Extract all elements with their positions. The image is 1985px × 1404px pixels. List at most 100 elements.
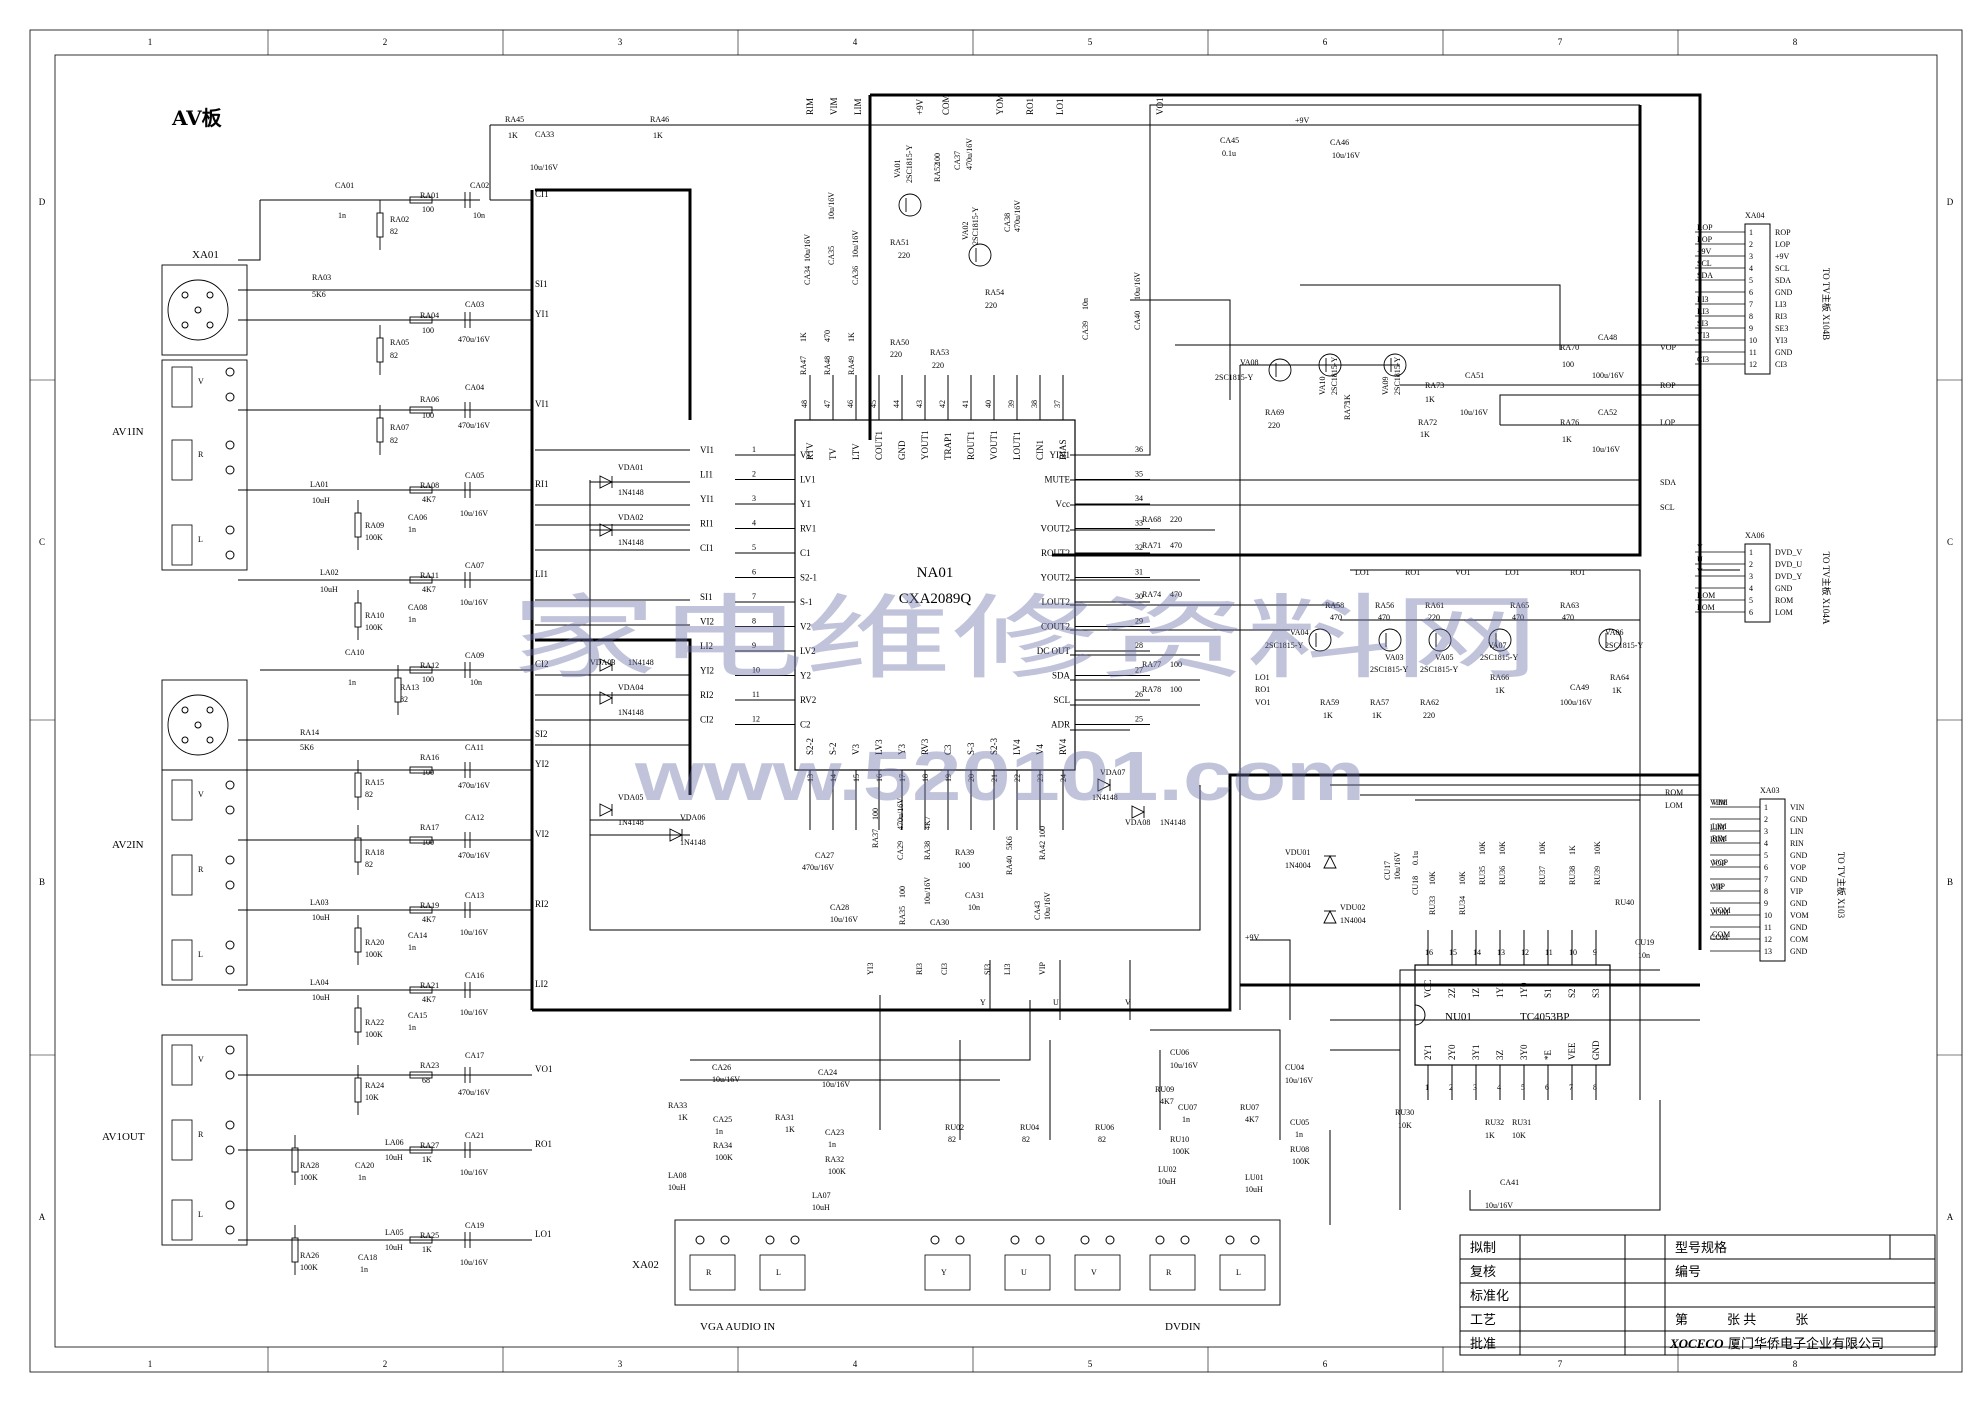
na01-pin-name: C3: [943, 744, 953, 755]
part-ra33v: 1K: [678, 1113, 688, 1122]
part-ra46v: 1K: [653, 131, 663, 140]
part-ra01: RA01: [420, 191, 439, 200]
part-vda07: VDA07: [1100, 768, 1125, 777]
part-ca30v: 10u/16V: [923, 877, 932, 905]
part-ru02: RU02: [945, 1123, 964, 1132]
part-ca23v: 1n: [828, 1140, 836, 1149]
part-d1n4148: 1N4148: [618, 538, 644, 547]
net-label: RI1: [535, 479, 549, 489]
part-ra19v: 4K7: [422, 915, 436, 924]
part-d1n4148: 1N4148: [1092, 793, 1118, 802]
part-ra13v: 82: [400, 695, 408, 704]
ic-nu01-pins: 16VCC152Z141Z131Y1121Y011S110S29S312Y122…: [1423, 930, 1601, 1100]
nu01-pin-name: 3Y0: [1519, 1044, 1529, 1060]
part-ra69v: 220: [1268, 421, 1280, 430]
nu01-pin-name: 3Z: [1495, 1050, 1505, 1060]
part-ra31: RA31: [775, 1113, 794, 1122]
part-ra53: RA53: [930, 348, 949, 357]
part-ca41: CA41: [1500, 1178, 1519, 1187]
xa03-pin-name: GND: [1790, 875, 1808, 884]
xa04-pin-net: SDA: [1697, 271, 1713, 280]
part-ru38: RU38: [1568, 866, 1577, 885]
na01-pin-num: 35: [1135, 470, 1143, 479]
part-ca12v: 470u/16V: [458, 851, 490, 860]
part-va10: VA10: [1318, 376, 1327, 395]
xa04-pin-num: 4: [1749, 264, 1753, 273]
xa04-pin-num: 1: [1749, 228, 1753, 237]
board-title: AV板: [171, 106, 223, 130]
part-ra01v: 100: [422, 205, 434, 214]
part-ra23: RA23: [420, 1061, 439, 1070]
part-ca21v: 10u/16V: [460, 1168, 488, 1177]
nu01-pin-name: GND: [1591, 1040, 1601, 1060]
part-ca18: CA18: [358, 1253, 377, 1262]
frame-col-label: 6: [1323, 1359, 1328, 1369]
part-ca06: CA06: [408, 513, 427, 522]
na01-pin-num: 13: [806, 774, 815, 782]
xa06-ref: XA06: [1745, 531, 1765, 540]
na01-pin-num: 17: [898, 774, 907, 782]
part-ra49: RA49: [847, 356, 856, 375]
part-q2sc: 2SC1815-Y: [1370, 665, 1408, 674]
jack-pin-label: V: [198, 790, 204, 799]
na01-pin-name: ROUT1: [966, 431, 976, 460]
xa06-pin-net: U: [1697, 555, 1703, 564]
xa04-pin-net: LOP: [1697, 235, 1713, 244]
part-ca15v: 1n: [408, 1023, 416, 1032]
frame-row-label: D: [1947, 197, 1954, 207]
part-ra37v: 100: [871, 808, 880, 820]
part-ra47v: 1K: [799, 332, 808, 342]
na01-pin-num: 34: [1135, 494, 1143, 503]
part-ra27: RA27: [420, 1141, 439, 1150]
part-ru04: RU04: [1020, 1123, 1039, 1132]
part-vom: VOM: [1710, 908, 1729, 917]
part-ra40v: 5K6: [1005, 836, 1014, 850]
part-ra40: RA40: [1005, 856, 1014, 875]
watermark-cn: 家电维修资料网: [510, 585, 1540, 692]
nu01-pin-num: 10: [1569, 948, 1577, 957]
part-d1n4004: 1N4004: [1285, 861, 1311, 870]
part-lu01v: 10uH: [1245, 1185, 1263, 1194]
part-ra25: RA25: [420, 1231, 439, 1240]
part-la01v: 10uH: [312, 496, 330, 505]
jack-pin-label: R: [706, 1268, 712, 1277]
xa04-pin-num: 3: [1749, 252, 1753, 261]
part-vop: VOP: [1660, 343, 1677, 352]
net-label: RI2: [535, 899, 549, 909]
part-ca19v: 10u/16V: [460, 1258, 488, 1267]
part-ra23v: 68: [422, 1076, 430, 1085]
part-ra08: RA08: [420, 481, 439, 490]
xa04-pin-net: +9V: [1697, 247, 1712, 256]
tb-process: 工艺: [1470, 1312, 1496, 1327]
part-k10: 10K: [1458, 871, 1467, 885]
part-ra49v: 1K: [847, 332, 856, 342]
xa01-label: XA01: [192, 249, 219, 261]
part-y: Y: [980, 998, 986, 1007]
part-v: V: [1125, 998, 1131, 1007]
part-ra13: RA13: [400, 683, 419, 692]
part-ro1: RO1: [1405, 568, 1420, 577]
part-ra08v: 4K7: [422, 495, 436, 504]
part-ru36: RU36: [1498, 866, 1507, 885]
xa03-pin-net: VOM: [1712, 906, 1731, 915]
part-ca06v: 1n: [408, 525, 416, 534]
xa04-pin-net: SCL: [1697, 259, 1712, 268]
part-ru06: RU06: [1095, 1123, 1114, 1132]
part-ra20: RA20: [365, 938, 384, 947]
part-ra15: RA15: [365, 778, 384, 787]
part-ca11v: 470u/16V: [458, 781, 490, 790]
xa04-pin-num: 8: [1749, 312, 1753, 321]
net-label-top: +9V: [915, 98, 925, 115]
part-ra72: RA72: [1418, 418, 1437, 427]
part-ca48: CA48: [1598, 333, 1617, 342]
xa04-pin-name: SE3: [1775, 324, 1788, 333]
part-ca07v: 10u/16V: [460, 598, 488, 607]
part-ra70v: 100: [1562, 360, 1574, 369]
part-ru07v: 4K7: [1245, 1115, 1259, 1124]
part-ru08: RU08: [1290, 1145, 1309, 1154]
part-ra58v: 470: [1330, 613, 1342, 622]
net-label-top: COM: [941, 94, 951, 115]
part-u: U: [1053, 998, 1059, 1007]
na01-pin-num: 4: [752, 519, 756, 528]
na01-pin-num: 41: [961, 400, 970, 408]
